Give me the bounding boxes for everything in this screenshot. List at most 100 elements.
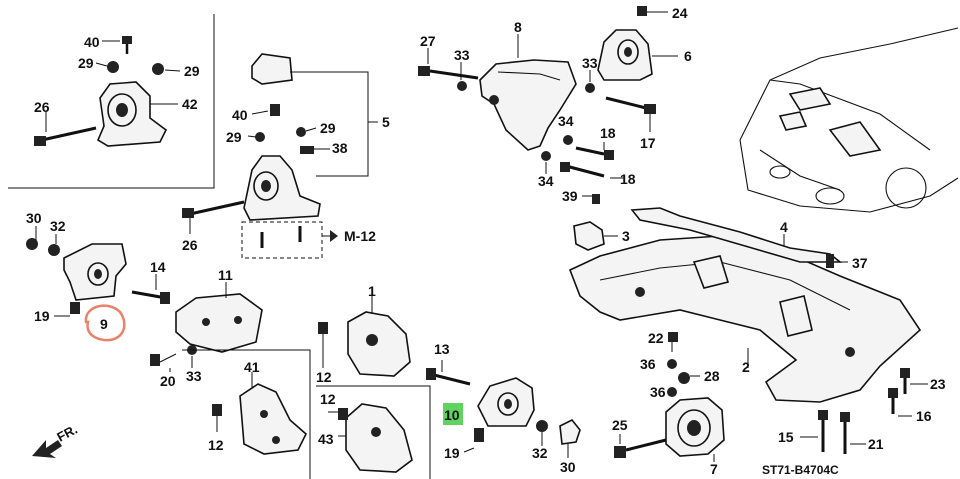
- bolt-40b: [270, 104, 280, 116]
- car-outline: [739, 27, 959, 213]
- mount-42-assembly: [96, 81, 168, 147]
- callout-36a: 36: [640, 356, 656, 372]
- callout-14: 14: [150, 259, 166, 275]
- bracket-line-5: [290, 71, 369, 177]
- bolt-40a: [122, 36, 132, 54]
- bolt-38: [300, 146, 314, 154]
- callout-17: 17: [640, 135, 656, 151]
- callout-4: 4: [780, 219, 788, 235]
- callout-5: 5: [382, 114, 390, 130]
- front-arrow: [32, 440, 62, 458]
- callout-16: 16: [916, 408, 932, 424]
- callout-42: 42: [182, 96, 198, 112]
- washer-32a: [48, 244, 60, 256]
- bar-4: [630, 207, 843, 263]
- callout-30b: 30: [560, 459, 576, 475]
- subframe-2: [568, 235, 922, 403]
- bracket-43: [345, 403, 413, 473]
- callout-37: 37: [852, 255, 868, 271]
- mount-10: [477, 377, 535, 427]
- frame-43: [316, 385, 431, 479]
- callout-19b: 19: [444, 445, 460, 461]
- mount-6: [597, 29, 653, 81]
- bolt-23: [900, 368, 910, 394]
- callout-29d: 29: [320, 120, 336, 136]
- callout-33b: 33: [582, 55, 598, 71]
- nut-29c: [255, 132, 265, 142]
- bracket-5a: [251, 53, 293, 85]
- reference-code: ST71-B4704C: [762, 463, 839, 477]
- callout-40b: 40: [232, 107, 248, 123]
- callout-32a: 32: [50, 218, 66, 234]
- highlight-box-10: [443, 403, 463, 425]
- washer-33b: [585, 83, 595, 93]
- nut-29d: [296, 127, 306, 137]
- callout-36b: 36: [650, 384, 666, 400]
- dashed-inset: [241, 221, 323, 259]
- callout-labels: 40 29 29 26 42 40 29 29 38 5 26 M-12 27 …: [26, 5, 946, 477]
- callout-43: 43: [318, 431, 334, 447]
- washer-34a: [563, 135, 573, 145]
- callout-22: 22: [648, 330, 664, 346]
- callout-9: 9: [100, 316, 108, 332]
- callout-13: 13: [434, 341, 450, 357]
- callout-24: 24: [672, 5, 688, 21]
- bracket-41: [239, 383, 307, 455]
- callout-33a: 33: [454, 47, 470, 63]
- frame-41: [182, 349, 311, 479]
- callout-27: 27: [420, 33, 436, 49]
- callout-26a: 26: [34, 99, 50, 115]
- bolt-26a: [34, 126, 97, 146]
- bolt-22: [668, 332, 678, 342]
- bolt-17: [605, 96, 656, 114]
- callout-38: 38: [332, 140, 348, 156]
- callout-8: 8: [514, 19, 522, 35]
- callout-23: 23: [930, 376, 946, 392]
- callout-28: 28: [704, 368, 720, 384]
- bracket-1: [347, 311, 411, 377]
- nut-30a: [26, 238, 38, 250]
- washer-34b: [541, 151, 551, 161]
- bolt-19a: [70, 302, 80, 314]
- bolt-12c: [338, 408, 348, 420]
- top-left-frame: [8, 14, 215, 189]
- bolt-25: [614, 438, 667, 458]
- callout-7: 7: [710, 461, 718, 477]
- callout-26b: 26: [182, 237, 198, 253]
- callout-33c: 33: [186, 368, 202, 384]
- washer-32b: [536, 420, 548, 432]
- bracket-3: [573, 221, 605, 251]
- bolt-21: [840, 412, 850, 454]
- callout-34a: 34: [558, 113, 574, 129]
- mount-7: [665, 397, 725, 457]
- callout-1: 1: [368, 283, 376, 299]
- bolt-13: [426, 368, 471, 386]
- washer-36a: [667, 359, 677, 369]
- callout-41: 41: [244, 359, 260, 375]
- callout-29c: 29: [226, 129, 242, 145]
- bolt-18b: [560, 162, 605, 178]
- callout-29a: 29: [78, 55, 94, 71]
- callout-6: 6: [684, 48, 692, 64]
- callout-3: 3: [622, 228, 630, 244]
- callout-18a: 18: [600, 125, 616, 141]
- callout-34b: 34: [538, 173, 554, 189]
- stud-pair: [260, 226, 302, 248]
- callout-15: 15: [778, 429, 794, 445]
- bolt-15: [818, 410, 828, 452]
- highlight-circle-9: [84, 304, 126, 342]
- bolt-18a: [575, 146, 614, 160]
- bolt-12b: [212, 404, 222, 416]
- callout-32b: 32: [532, 445, 548, 461]
- nut-29b: [152, 63, 164, 75]
- callout-2: 2: [742, 359, 750, 375]
- callout-21: 21: [868, 436, 884, 452]
- nut-29a: [107, 61, 119, 73]
- bolt-14: [131, 290, 170, 304]
- callout-39: 39: [562, 188, 578, 204]
- bolt-19b: [474, 428, 484, 442]
- callout-12b: 12: [208, 437, 224, 453]
- nut-30b: [559, 418, 581, 445]
- callout-29b: 29: [184, 63, 200, 79]
